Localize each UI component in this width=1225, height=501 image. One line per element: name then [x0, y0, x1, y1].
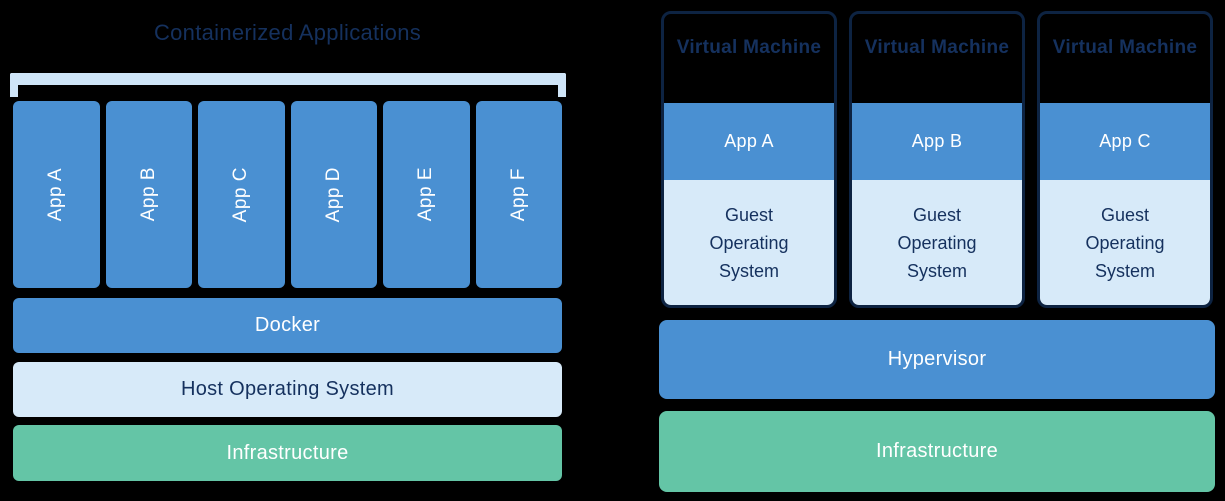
container-app-e-label: App E: [415, 167, 437, 222]
vm-2-guest-os-label: Guest Operating System: [897, 204, 977, 281]
vm-3-guest-os-label: Guest Operating System: [1085, 204, 1165, 281]
container-app-c: App C: [198, 101, 285, 288]
containers-bracket: [10, 73, 566, 97]
vm-1-title: Virtual Machine: [676, 36, 822, 58]
vm-1-app: App A: [664, 103, 834, 180]
container-app-f-label: App F: [507, 167, 529, 222]
vm-box-3: Virtual Machine App C Guest Operating Sy…: [1037, 11, 1213, 308]
vm-2-guest-os: Guest Operating System: [852, 180, 1022, 305]
infrastructure-layer-right: Infrastructure: [659, 411, 1215, 492]
vm-3-app: App C: [1040, 103, 1210, 180]
vm-2-title: Virtual Machine: [864, 36, 1010, 58]
hypervisor-layer: Hypervisor: [659, 320, 1215, 399]
container-app-d: App D: [290, 101, 377, 288]
vm-1-guest-os: Guest Operating System: [664, 180, 834, 305]
container-app-b-label: App B: [137, 167, 159, 222]
infrastructure-layer-left: Infrastructure: [13, 425, 562, 481]
vm-3-guest-os: Guest Operating System: [1040, 180, 1210, 305]
container-app-b: App B: [105, 101, 192, 288]
container-app-a-label: App A: [45, 167, 67, 222]
container-apps-row: App A App B App C App D App E App F: [13, 101, 562, 288]
host-operating-system-layer: Host Operating System: [13, 362, 562, 417]
vm-box-1: Virtual Machine App A Guest Operating Sy…: [661, 11, 837, 308]
container-app-c-label: App C: [230, 166, 252, 223]
vm-1-guest-os-label: Guest Operating System: [709, 204, 789, 281]
vm-box-2: Virtual Machine App B Guest Operating Sy…: [849, 11, 1025, 308]
containerized-applications-title: Containerized Applications: [153, 20, 422, 45]
container-app-d-label: App D: [322, 166, 344, 223]
docker-layer: Docker: [13, 298, 562, 353]
vm-3-title: Virtual Machine: [1052, 36, 1198, 58]
container-app-e: App E: [383, 101, 470, 288]
vm-2-app: App B: [852, 103, 1022, 180]
container-app-a: App A: [13, 101, 100, 288]
container-app-f: App F: [475, 101, 562, 288]
